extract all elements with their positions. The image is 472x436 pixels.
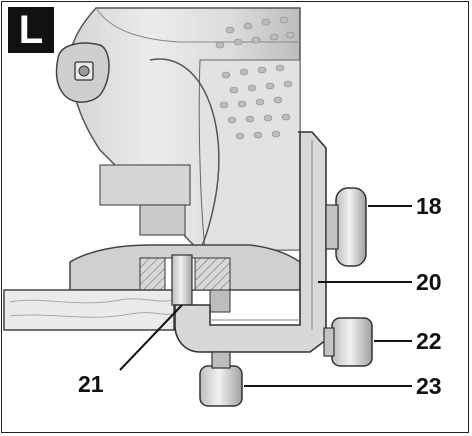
housing-contour <box>149 58 220 251</box>
callout-18: 18 <box>416 193 442 219</box>
collet-upper <box>99 164 191 206</box>
body-ridge <box>95 7 300 43</box>
callout-20: 20 <box>416 269 442 295</box>
knob-22 <box>331 317 373 367</box>
callout-21: 21 <box>78 371 104 397</box>
leader-21 <box>119 304 183 371</box>
collet-lower <box>139 204 186 236</box>
grip-texture <box>215 16 295 140</box>
figure-letter-badge: L <box>8 7 54 53</box>
parallel-guide-frame <box>174 131 327 353</box>
knob-18 <box>335 187 367 267</box>
guide-pin <box>171 254 193 306</box>
knob-23 <box>199 365 243 407</box>
workpiece <box>3 289 175 331</box>
callout-23: 23 <box>416 373 442 399</box>
callout-22: 22 <box>416 328 442 354</box>
